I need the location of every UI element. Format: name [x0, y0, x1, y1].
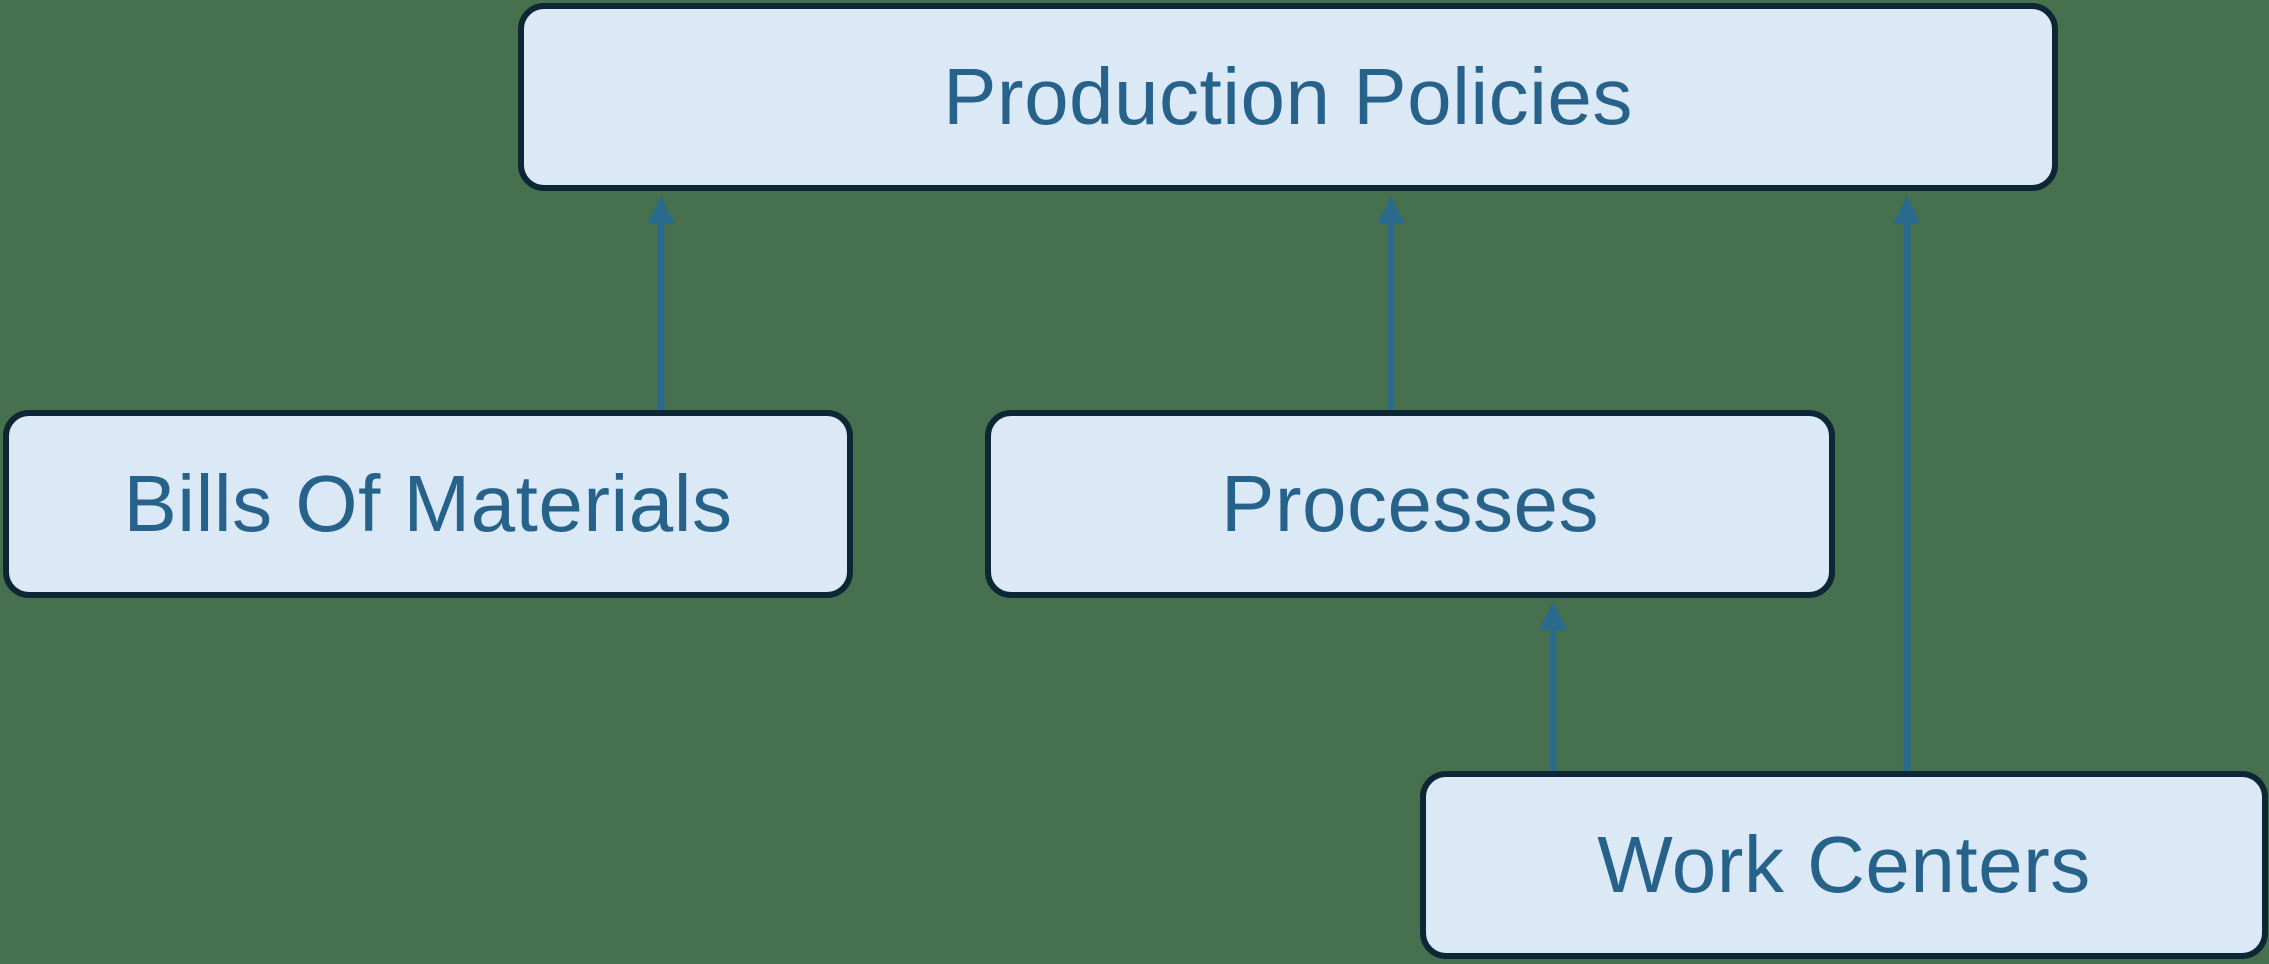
- arrow-processes-to-production-policies: [1377, 196, 1405, 410]
- arrowhead-icon: [1377, 196, 1405, 224]
- node-label: Work Centers: [1597, 820, 2091, 909]
- node-label: Bills Of Materials: [123, 459, 733, 548]
- node-production-policies: Production Policies: [518, 3, 2058, 191]
- arrowhead-icon: [647, 196, 675, 224]
- node-label: Production Policies: [943, 52, 1633, 141]
- node-label: Processes: [1221, 459, 1599, 548]
- arrow-work-centers-to-production-policies: [1893, 196, 1921, 771]
- node-processes: Processes: [985, 410, 1835, 598]
- arrow-bills-of-materials-to-production-policies: [647, 196, 675, 410]
- node-bills-of-materials: Bills Of Materials: [3, 410, 853, 598]
- node-work-centers: Work Centers: [1420, 771, 2268, 959]
- arrow-work-centers-to-processes: [1539, 602, 1567, 771]
- arrowhead-icon: [1893, 196, 1921, 224]
- arrowhead-icon: [1539, 602, 1567, 630]
